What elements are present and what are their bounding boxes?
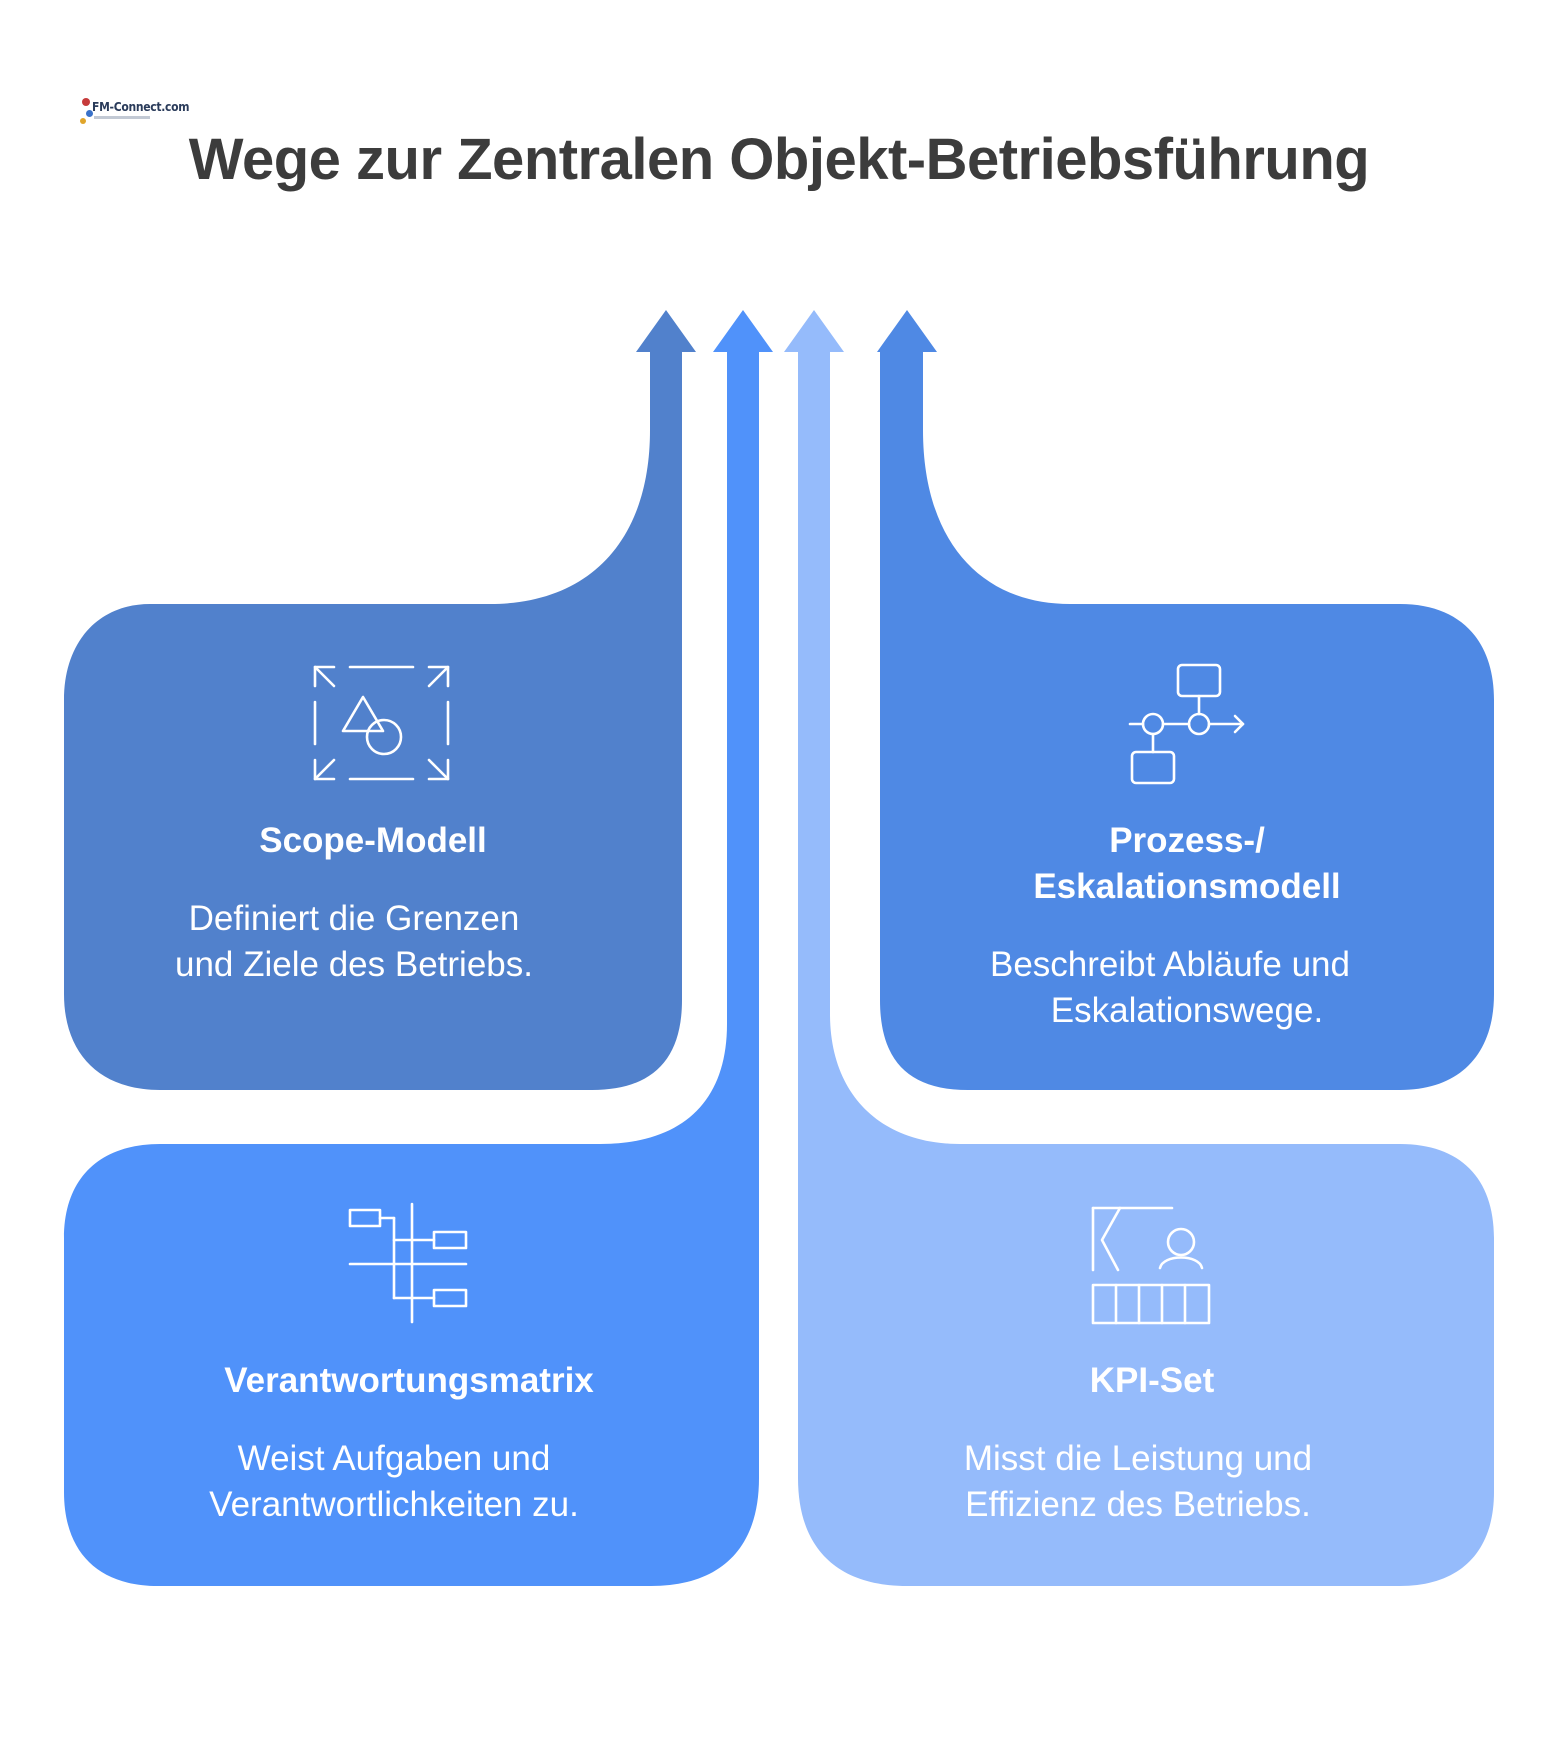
verantwortung-card-title: Verantwortungsmatrix [224, 1361, 594, 1400]
prozess-card-title-line2: Eskalationsmodell [1033, 867, 1341, 906]
verantwortung-card-description-line1: Weist Aufgaben und [237, 1439, 551, 1478]
scope-card-title: Scope-Modell [259, 821, 487, 860]
page-title: Wege zur Zentralen Objekt-Betriebsführun… [188, 127, 1370, 192]
prozess-card-shape [877, 310, 1494, 1090]
scope-card-description-line1: Definiert die Grenzen [188, 899, 520, 938]
process-flow-icon [1128, 663, 1245, 785]
scope-card-shape [64, 310, 696, 1090]
kpi-board-icon [1091, 1206, 1211, 1325]
prozess-card-description-line1: Beschreibt Abläufe und [990, 945, 1350, 984]
kpi-card-description-line1: Misst die Leistung und [963, 1439, 1313, 1478]
fm-connect-logo: FM-Connect.com [80, 96, 189, 130]
scope-card-description-line2: und Ziele des Betriebs. [175, 945, 533, 984]
prozess-card-title-line1: Prozess-/ [1109, 821, 1265, 860]
responsibility-tree-icon [348, 1202, 468, 1324]
kpi-card-description-line2: Effizienz des Betriebs. [965, 1485, 1311, 1524]
verantwortung-card-shape [64, 310, 773, 1586]
prozess-card-description-line2: Eskalationswege. [1050, 991, 1324, 1030]
verantwortung-card-description-line2: Verantwortlichkeiten zu. [209, 1485, 579, 1524]
logo-text: FM-Connect.com [92, 100, 190, 114]
kpi-card-title: KPI-Set [1089, 1361, 1215, 1400]
scope-frame-shapes-icon [313, 665, 450, 781]
kpi-card-shape [784, 310, 1494, 1586]
